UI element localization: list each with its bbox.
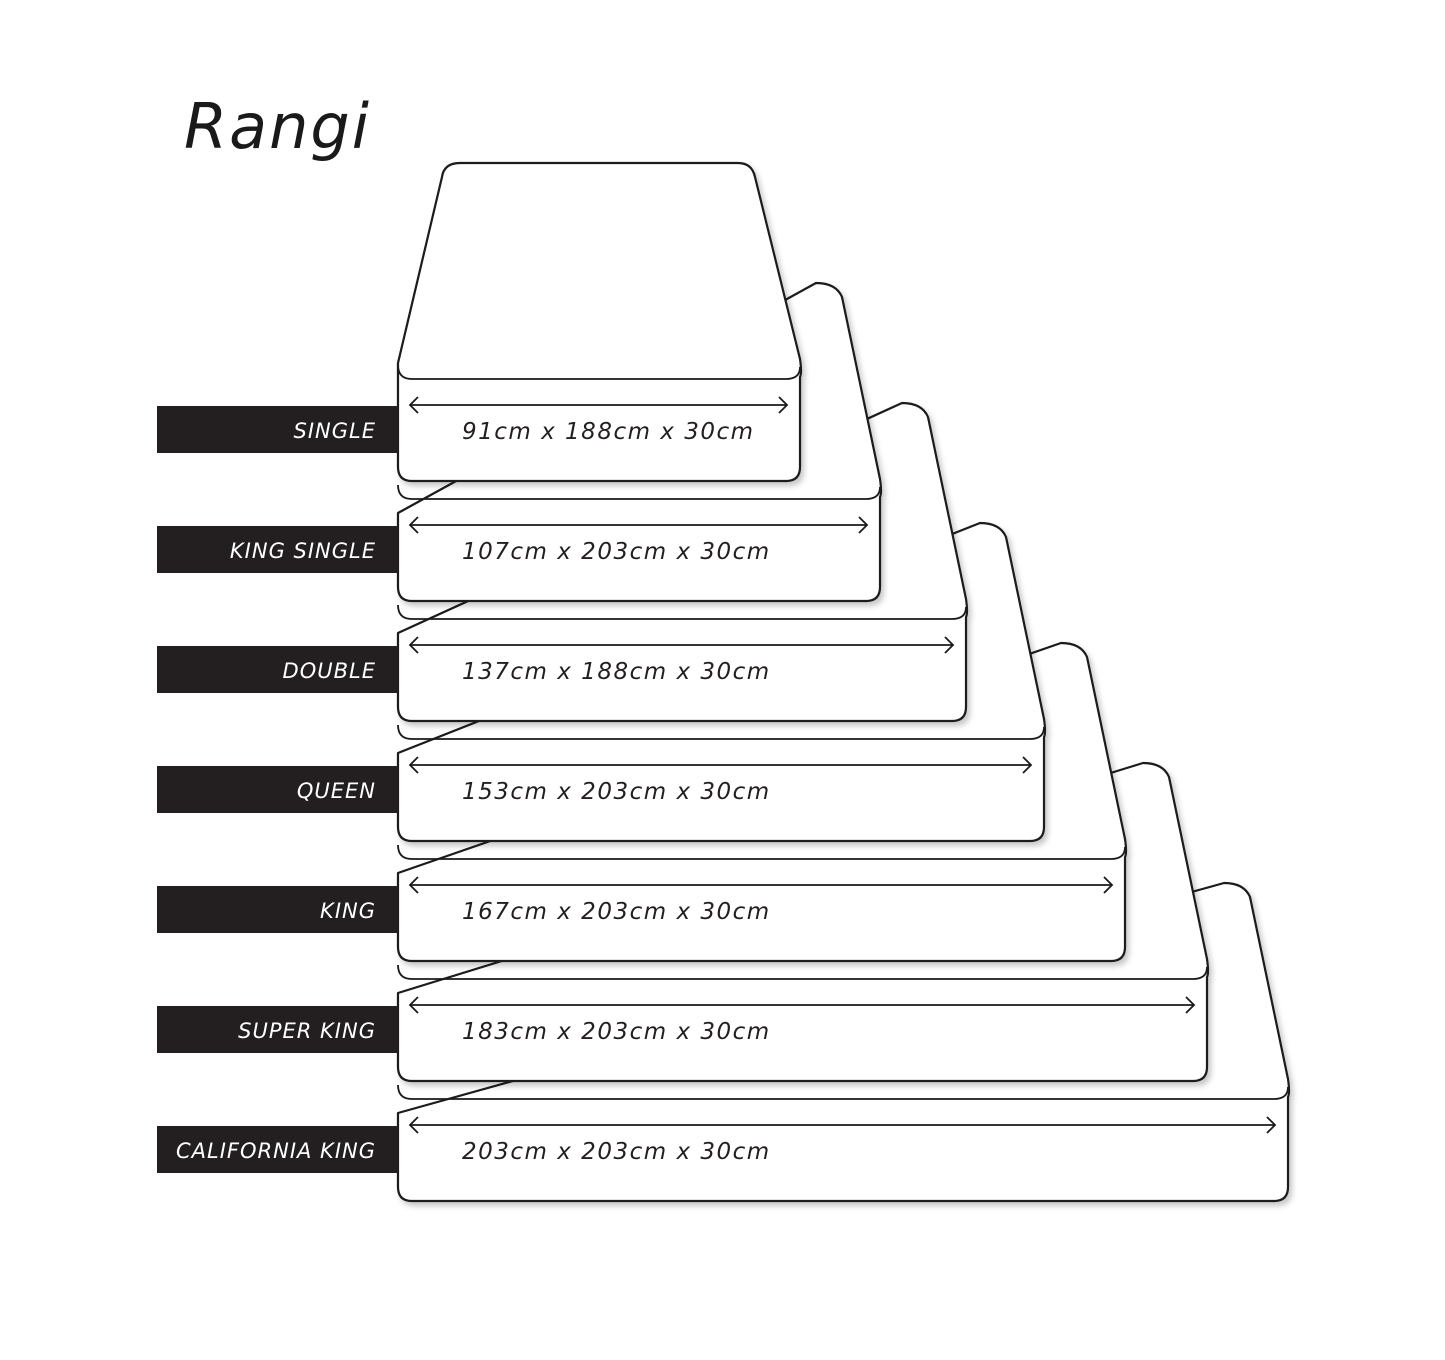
size-dimensions: 183cm x 203cm x 30cm: [462, 1019, 771, 1045]
mattress-seam: [397, 844, 1126, 860]
arrow-head-left-icon: [408, 876, 419, 894]
size-name: SUPER KING: [238, 1019, 376, 1043]
size-dimensions: 167cm x 203cm x 30cm: [462, 899, 771, 925]
mattress-seam: [397, 484, 881, 500]
mattress-seam: [397, 724, 1045, 740]
size-dimensions: 203cm x 203cm x 30cm: [462, 1139, 771, 1165]
mattress-seam: [397, 1084, 1289, 1100]
size-name: DOUBLE: [283, 659, 376, 683]
size-dimensions: 91cm x 188cm x 30cm: [462, 419, 755, 445]
size-label-bar: [157, 646, 398, 693]
arrow-head-left-icon: [408, 396, 419, 414]
arrow-head-left-icon: [408, 516, 419, 534]
size-label-bar: [157, 1126, 398, 1173]
arrow-head-right-icon: [1266, 1116, 1277, 1134]
size-name: CALIFORNIA KING: [176, 1139, 376, 1163]
size-label-bar: [157, 406, 398, 453]
size-name: SINGLE: [294, 419, 376, 443]
size-dimensions: 107cm x 203cm x 30cm: [462, 539, 771, 565]
arrow-head-right-icon: [944, 636, 955, 654]
arrow-head-right-icon: [1022, 756, 1033, 774]
mattress-seam: [397, 364, 801, 380]
size-dimensions: 137cm x 188cm x 30cm: [462, 659, 771, 685]
arrow-head-right-icon: [778, 396, 789, 414]
mattress-seam: [397, 964, 1208, 980]
arrow-head-left-icon: [408, 756, 419, 774]
arrow-head-left-icon: [408, 1116, 419, 1134]
size-label-bar: [157, 1006, 398, 1053]
size-label-bar: [157, 886, 398, 933]
size-label-bar: [157, 526, 398, 573]
size-name: KING: [320, 899, 376, 923]
page-title: Rangi: [184, 90, 371, 163]
size-name: QUEEN: [297, 779, 376, 803]
size-name: KING SINGLE: [230, 539, 376, 563]
size-label-bar: [157, 766, 398, 813]
arrow-head-right-icon: [1185, 996, 1196, 1014]
arrow-head-right-icon: [1103, 876, 1114, 894]
arrow-head-left-icon: [408, 636, 419, 654]
mattress-layer: 91cm x 188cm x 30cm SINGLE: [157, 161, 803, 483]
arrow-head-left-icon: [408, 996, 419, 1014]
mattress-outline: [396, 161, 803, 483]
mattress-seam: [397, 604, 967, 620]
size-dimensions: 153cm x 203cm x 30cm: [462, 779, 771, 805]
arrow-head-right-icon: [858, 516, 869, 534]
